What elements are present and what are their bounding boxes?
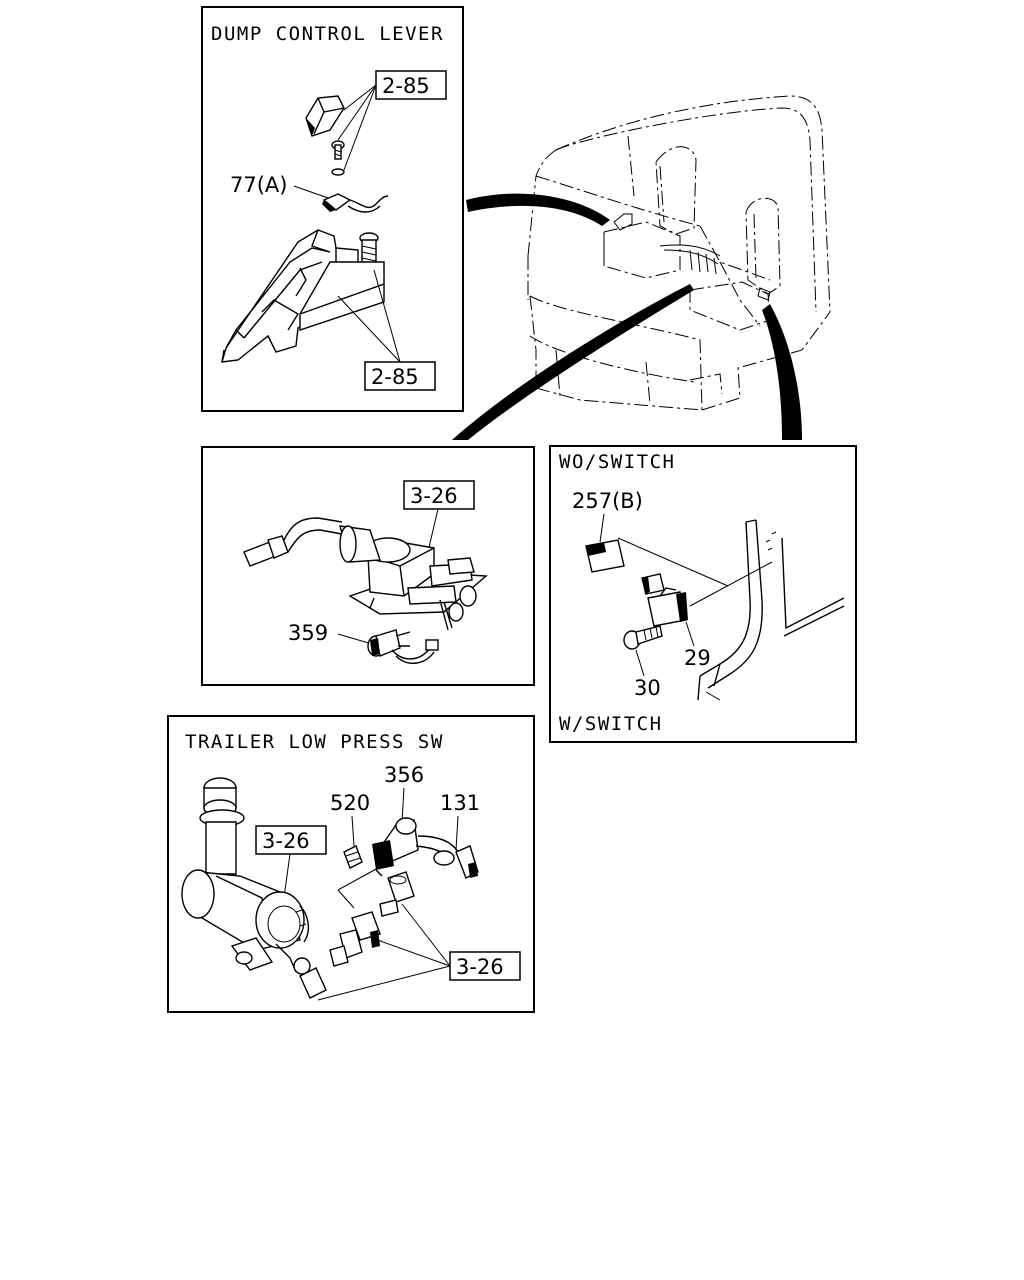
panel-title-bottom: W/SWITCH bbox=[559, 713, 663, 735]
switch-77a-illustration bbox=[322, 193, 389, 213]
screw-illustration bbox=[331, 140, 345, 160]
switch-29-illustration bbox=[641, 573, 688, 627]
callout-520: 520 bbox=[330, 791, 370, 815]
valve-cylinder-illustration bbox=[181, 777, 327, 999]
panel-trailer-low-press-sw: TRAILER LOW PRESS SW 3-26 356 bbox=[167, 715, 535, 1013]
leader-to-switch-panel bbox=[762, 304, 802, 440]
sensor-359-illustration bbox=[367, 629, 439, 664]
cab-overview-illustration bbox=[452, 95, 831, 440]
panel-dump-control-lever: DUMP CONTROL LEVER 2-85 77(A) bbox=[201, 6, 464, 412]
panel-frame bbox=[167, 715, 535, 1013]
callout-359: 359 bbox=[288, 621, 328, 645]
harness-131-illustration bbox=[415, 835, 479, 879]
ref-box-left bbox=[255, 825, 327, 855]
lever-knob-illustration bbox=[305, 95, 345, 137]
panel-switch: WO/SWITCH W/SWITCH 257(B) bbox=[549, 445, 857, 743]
panel-title: DUMP CONTROL LEVER bbox=[211, 23, 444, 45]
leader-to-middle-panel bbox=[452, 284, 694, 440]
callout-30: 30 bbox=[634, 676, 661, 700]
ref-box bbox=[403, 480, 475, 510]
screw-30-illustration bbox=[623, 625, 663, 650]
ref-label-top: 2-85 bbox=[382, 74, 430, 98]
dump-lever-body-illustration bbox=[221, 229, 385, 363]
cab-pillar-illustration bbox=[697, 519, 845, 701]
ref-label: 3-26 bbox=[410, 484, 458, 508]
panel-title: TRAILER LOW PRESS SW bbox=[185, 731, 444, 753]
switch-blank-257b-illustration bbox=[585, 539, 625, 573]
fitting-520-illustration bbox=[343, 845, 363, 869]
panel-valve-sensor: 3-26 359 bbox=[201, 446, 535, 686]
washer-illustration bbox=[331, 168, 345, 176]
ref-box-bottom bbox=[364, 361, 436, 391]
fittings-illustration bbox=[329, 871, 415, 967]
leader-to-dump-lever bbox=[466, 193, 610, 226]
bolt-illustration bbox=[359, 232, 379, 267]
callout-356: 356 bbox=[384, 763, 424, 787]
ref-label-bottom: 2-85 bbox=[371, 365, 419, 389]
callout-29: 29 bbox=[684, 646, 711, 670]
ref-label-left: 3-26 bbox=[262, 829, 310, 853]
panel-frame bbox=[201, 446, 535, 686]
ref-label-right: 3-26 bbox=[456, 955, 504, 979]
valve-assembly-illustration bbox=[243, 517, 488, 631]
panel-title-top: WO/SWITCH bbox=[559, 451, 675, 473]
callout-131: 131 bbox=[440, 791, 480, 815]
panel-frame bbox=[549, 445, 857, 743]
pressure-switch-356-illustration bbox=[372, 817, 419, 877]
callout-77a: 77(A) bbox=[230, 173, 287, 197]
callout-257b: 257(B) bbox=[572, 489, 643, 513]
panel-frame bbox=[201, 6, 464, 412]
